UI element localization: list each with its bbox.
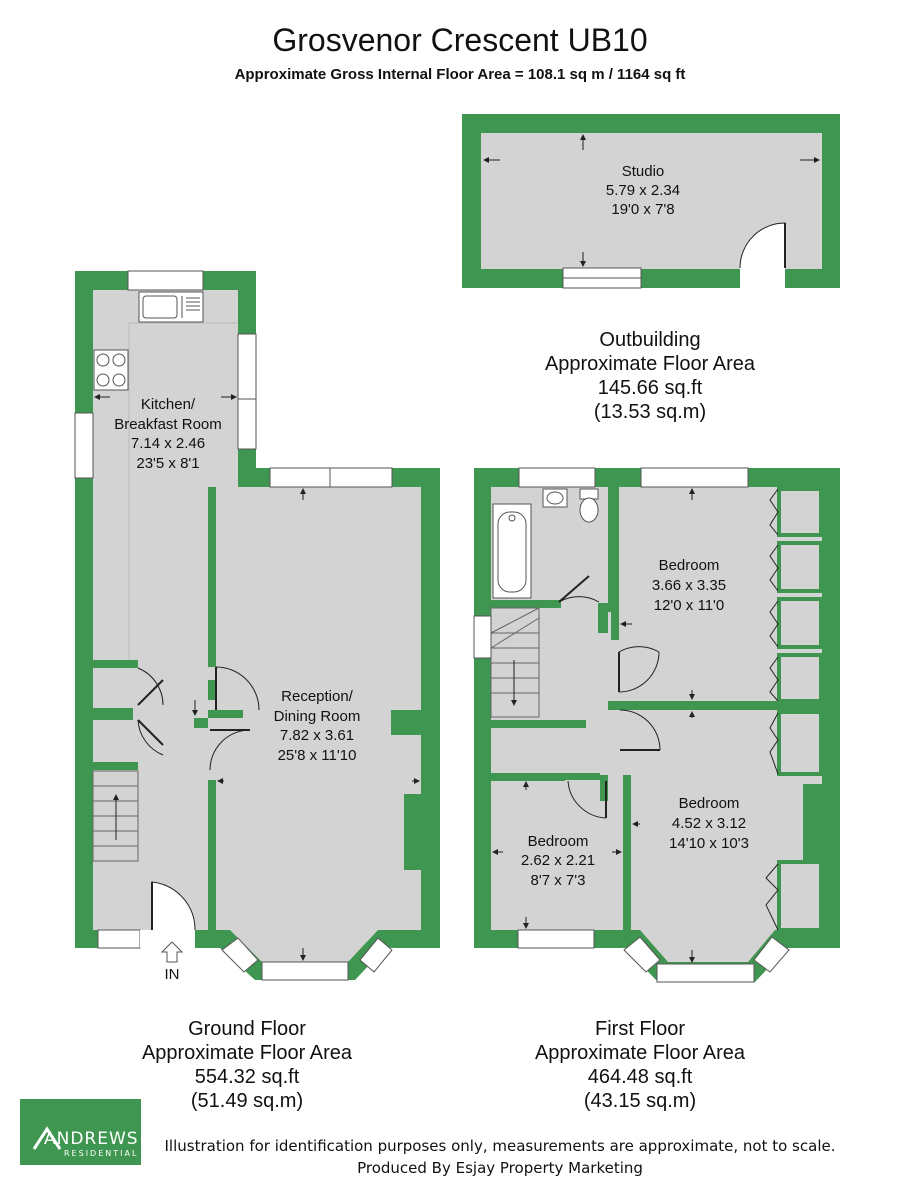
first-floor-sqft: 464.48 sq.ft [587, 1066, 693, 1088]
reception-imperial: 25'8 x 11'10 [278, 747, 357, 764]
bath-tub [492, 503, 532, 599]
toilet [579, 488, 599, 523]
studio-door-opening [740, 268, 785, 288]
ff-internal-wall-9 [803, 784, 822, 860]
studio-door-swing [739, 222, 786, 269]
ground-floor-plan [74, 270, 440, 981]
first-floor-label: First Floor [595, 1018, 685, 1040]
ground-floor-sqft: 554.32 sq.ft [194, 1066, 300, 1088]
bathroom-basin [542, 488, 568, 508]
outbuilding-label: Outbuilding [599, 329, 701, 351]
kitchen-metric: 7.14 x 2.46 [131, 435, 205, 452]
outbuilding-area-label: Approximate Floor Area [544, 353, 756, 375]
ff-windows [473, 467, 790, 983]
bedroom2-metric: 4.52 x 3.12 [672, 815, 746, 832]
gf-internal-wall-4 [93, 660, 138, 668]
reception-chimney-2 [404, 794, 421, 870]
bedroom3-metric: 2.62 x 2.21 [521, 852, 595, 869]
entrance-label: IN [165, 966, 180, 983]
reception-chimney-1 [391, 710, 421, 735]
reception-floor [216, 487, 421, 930]
front-door-swing [151, 881, 196, 931]
bedroom3-imperial: 8'7 x 7'3 [531, 872, 586, 889]
outbuilding-sqft: 145.66 sq.ft [597, 377, 703, 399]
first-floor-sqm: (43.15 sq.m) [583, 1090, 697, 1112]
ground-floor-summary: Ground Floor Approximate Floor Area 554.… [97, 1017, 397, 1113]
gross-floor-area: Approximate Gross Internal Floor Area = … [234, 66, 686, 83]
ff-internal-wall-5 [491, 773, 565, 781]
outbuilding-sqm: (13.53 sq.m) [593, 401, 707, 423]
kitchen-sink [138, 291, 204, 323]
roof-icon [32, 1126, 62, 1150]
ff-internal-wall-2 [608, 487, 619, 612]
gf-windows [74, 270, 393, 981]
logo-name: ANDREWS [44, 1129, 139, 1149]
logo-subtitle: RESIDENTIAL [64, 1149, 139, 1158]
producer-text: Produced By Esjay Property Marketing [357, 1159, 643, 1177]
gf-internal-wall-1 [208, 487, 216, 667]
first-floor-summary: First Floor Approximate Floor Area 464.4… [490, 1017, 790, 1113]
bedroom1-metric: 3.66 x 3.35 [652, 577, 726, 594]
reception-bay-floor [230, 930, 378, 962]
studio-metric: 5.79 x 2.34 [606, 182, 680, 199]
gf-internal-wall-2 [208, 710, 243, 718]
kitchen-imperial: 23'5 x 8'1 [136, 455, 199, 472]
bedroom3-floor [491, 780, 623, 930]
studio-imperial: 19'0 x 7'8 [611, 201, 674, 218]
ground-floor-label: Ground Floor [188, 1018, 306, 1040]
gf-internal-wall-5 [93, 708, 133, 720]
gf-internal-wall-3 [208, 780, 216, 930]
reception-name-line2: Dining Room [274, 708, 361, 725]
reception-metric: 7.82 x 3.61 [280, 727, 354, 744]
bedroom3-name: Bedroom [528, 833, 589, 850]
ground-floor-area-label: Approximate Floor Area [141, 1042, 353, 1064]
gf-internal-wall-6 [93, 762, 138, 770]
bedroom2-bay-floor [640, 930, 775, 962]
ff-internal-wall-8 [598, 603, 608, 633]
front-door-opening [140, 930, 195, 948]
kitchen-name-line1: Kitchen/ [141, 396, 196, 413]
kitchen-hob [93, 349, 129, 391]
ff-internal-wall-7 [600, 775, 608, 801]
footer: Illustration for identification purposes… [150, 1135, 850, 1179]
bedroom1-imperial: 12'0 x 11'0 [654, 597, 725, 614]
ground-floor-sqm: (51.49 sq.m) [190, 1090, 304, 1112]
ff-internal-wall-4 [491, 720, 586, 728]
outbuilding-summary: Outbuilding Approximate Floor Area 145.6… [500, 328, 800, 424]
room-labels: Studio 5.79 x 2.34 19'0 x 7'8 Kitchen/ B… [114, 163, 749, 983]
ff-stairs [490, 607, 540, 718]
studio-plan [462, 114, 840, 289]
ff-internal-wall-1 [491, 600, 561, 608]
bedroom1-name: Bedroom [659, 557, 720, 574]
andrews-residential-logo: ANDREWS RESIDENTIAL [20, 1099, 141, 1165]
first-floor-area-label: Approximate Floor Area [534, 1042, 746, 1064]
disclaimer-text: Illustration for identification purposes… [164, 1137, 836, 1155]
bedroom2-name: Bedroom [679, 795, 740, 812]
first-floor-plan [473, 467, 840, 983]
reception-name-line1: Reception/ [281, 688, 354, 705]
ff-internal-wall-3 [608, 701, 822, 710]
bedroom1-wardrobes [777, 487, 823, 932]
ff-internal-wall-6 [623, 775, 631, 930]
kitchen-name-line2: Breakfast Room [114, 416, 222, 433]
plan-title: Grosvenor Crescent UB10 [272, 22, 648, 58]
entrance-arrow-icon [160, 941, 184, 963]
gf-internal-wall-7 [194, 718, 208, 728]
bedroom2-imperial: 14'10 x 10'3 [669, 835, 749, 852]
studio-name: Studio [622, 163, 665, 180]
